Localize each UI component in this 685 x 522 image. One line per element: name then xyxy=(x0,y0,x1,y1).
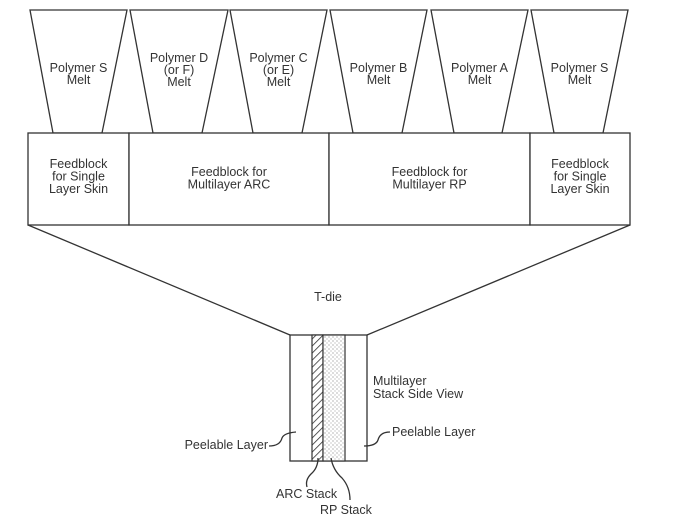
rp-stack-label: RP Stack xyxy=(320,503,373,517)
rp-stack-leader xyxy=(330,457,351,501)
peelable-right-leader xyxy=(363,431,391,447)
melt-label: Polymer D(or F)Melt xyxy=(150,51,208,89)
peelable-layer-right-label: Peelable Layer xyxy=(392,425,475,439)
feedblock-box xyxy=(128,132,330,226)
feedblock-box xyxy=(27,132,130,226)
polymer-melt-hopper: Polymer C(or E)Melt xyxy=(229,9,328,134)
arc-stack-label: ARC Stack xyxy=(276,487,338,501)
feedblock-box xyxy=(529,132,631,226)
t-die-right-edge xyxy=(366,224,631,336)
arc-stack-leader xyxy=(305,457,319,488)
rp-stack-layer xyxy=(322,334,346,462)
polymer-melt-hopper: Polymer D(or F)Melt xyxy=(129,9,229,134)
melt-label: Polymer C(or E)Melt xyxy=(249,51,307,89)
feedblock-box xyxy=(328,132,531,226)
stack-side-view-label: Multilayer Stack Side View xyxy=(373,374,464,401)
t-die-left-edge xyxy=(27,224,291,336)
t-die-label: T-die xyxy=(314,290,342,304)
peelable-layer-left-label: Peelable Layer xyxy=(185,438,268,452)
peelable-left-leader xyxy=(268,431,297,447)
arc-stack-layer xyxy=(311,334,324,462)
